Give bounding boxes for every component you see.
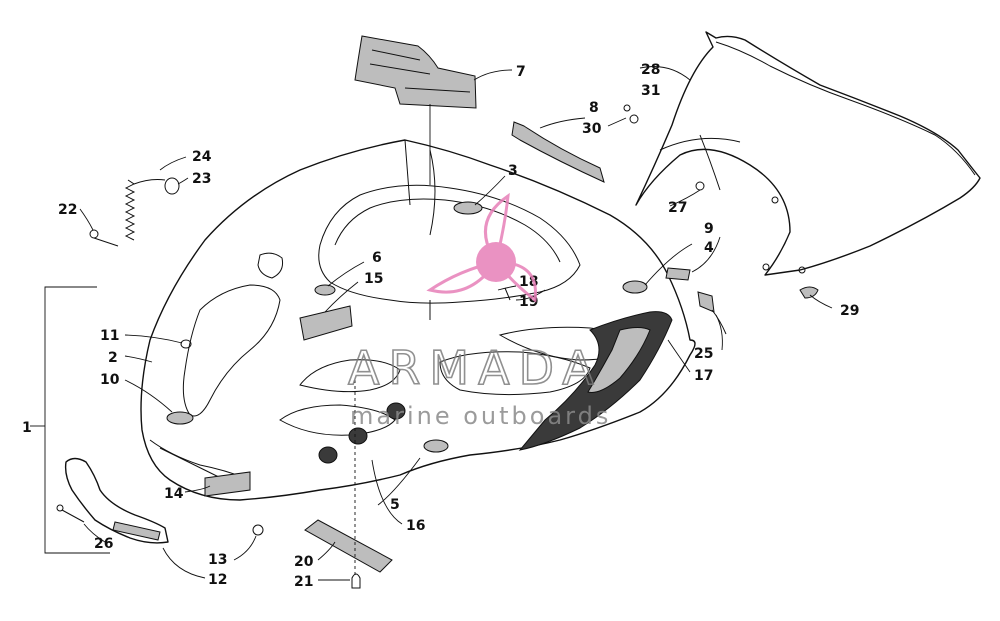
hood-part (140, 139, 696, 501)
top-decal-part (354, 35, 477, 109)
callout-6: 6 (372, 250, 382, 266)
callout-13: 13 (208, 552, 227, 568)
skid-plate-part (304, 519, 393, 573)
callout-11: 11 (100, 328, 119, 344)
callout-22: 22 (58, 202, 77, 218)
pad-11 (180, 339, 192, 349)
callout-24: 24 (192, 149, 212, 165)
callout-30: 30 (582, 121, 602, 137)
windshield-hardware (623, 104, 819, 299)
callout-23: 23 (192, 171, 211, 187)
pad-18 (504, 287, 511, 301)
leader-lines (79, 66, 833, 581)
callout-14: 14 (164, 486, 184, 502)
callout-31: 31 (641, 83, 660, 99)
hardware-parts (204, 471, 361, 589)
propeller-logo-icon (426, 192, 538, 303)
callout-15: 15 (364, 271, 383, 287)
callout-16: 16 (406, 518, 425, 534)
pad-3 (453, 201, 483, 215)
callout-10: 10 (100, 372, 120, 388)
windshield-part (635, 31, 981, 276)
callout-28: 28 (641, 62, 660, 78)
callout-8: 8 (589, 100, 599, 116)
side-decal-part (518, 311, 673, 451)
watermark-title: ARMADA (348, 341, 603, 395)
callout-12: 12 (208, 572, 227, 588)
small-decal-strip (665, 267, 727, 335)
callout-4: 4 (704, 240, 714, 256)
pad-5 (423, 439, 449, 453)
windshield-decal-part (511, 121, 605, 183)
front-guard-part (56, 457, 169, 544)
pad-6 (314, 284, 336, 296)
callout-27: 27 (668, 200, 687, 216)
callout-3: 3 (508, 163, 518, 179)
callout-9: 9 (704, 221, 714, 237)
callout-26: 26 (94, 536, 113, 552)
armada-watermark: ARMADA marine outboards (347, 192, 611, 430)
callout-1: 1 (22, 420, 32, 436)
latch-spring-part (89, 177, 180, 247)
pad-4 (622, 280, 648, 294)
model-emblem-part (299, 305, 406, 464)
callout-29: 29 (840, 303, 859, 319)
callout-17: 17 (694, 368, 713, 384)
callout-2: 2 (108, 350, 118, 366)
group-bracket-1 (30, 286, 110, 554)
pad-10 (166, 411, 194, 425)
callout-labels: 1 2 3 4 5 6 7 8 9 10 11 12 13 14 15 16 1… (22, 62, 859, 590)
watermark-subtitle: marine outboards (350, 402, 611, 430)
callout-5: 5 (390, 497, 400, 513)
callout-20: 20 (294, 554, 314, 570)
rubber-pads (166, 201, 648, 453)
callout-7: 7 (516, 64, 526, 80)
callout-21: 21 (294, 574, 313, 590)
callout-25: 25 (694, 346, 713, 362)
